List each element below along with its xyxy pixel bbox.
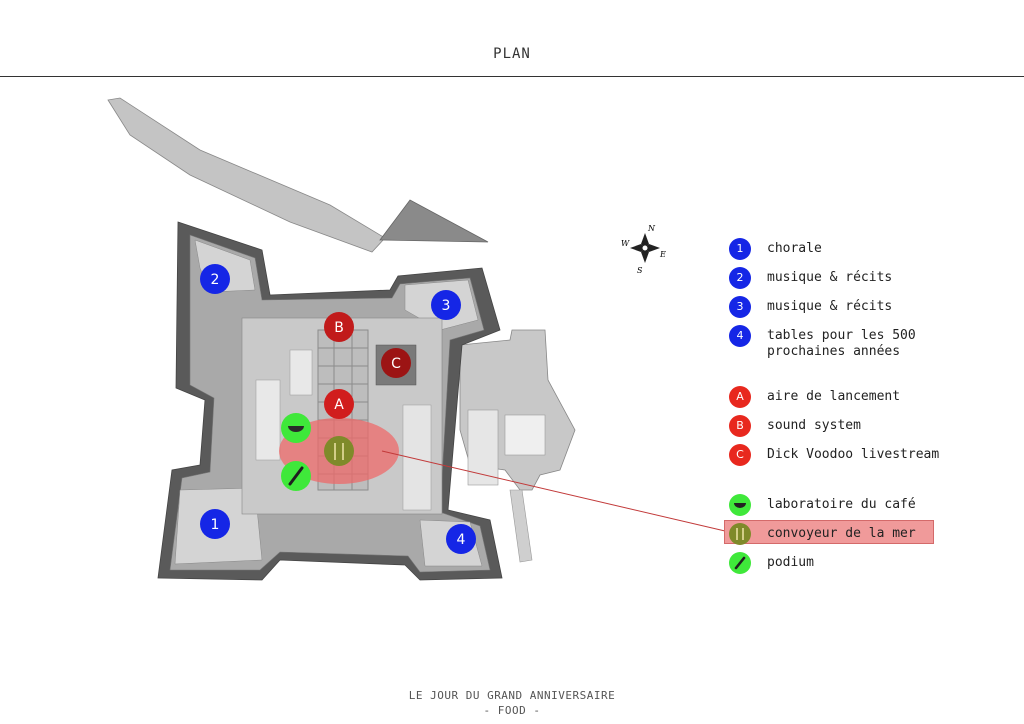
map-marker-b: B bbox=[324, 312, 354, 342]
map-marker-c: C bbox=[381, 348, 411, 378]
map-food-marker bbox=[324, 436, 354, 466]
svg-text:W: W bbox=[621, 239, 630, 248]
map-marker-3: 3 bbox=[431, 290, 461, 320]
legend-marker-a: A bbox=[729, 386, 751, 408]
legend-item-4: 4 tables pour les 500 prochaines années bbox=[729, 325, 916, 360]
legend-marker-4: 4 bbox=[729, 325, 751, 347]
legend-item-b: B sound system bbox=[729, 415, 861, 437]
legend-label: tables pour les 500 prochaines années bbox=[767, 328, 916, 359]
map-east-building bbox=[504, 414, 546, 456]
legend-label: musique & récits bbox=[767, 270, 893, 285]
map-marker-1: 1 bbox=[200, 509, 230, 539]
svg-text:S: S bbox=[637, 266, 643, 275]
svg-text:4: 4 bbox=[457, 532, 466, 548]
header-divider bbox=[0, 76, 1024, 77]
map-podium-marker bbox=[281, 461, 311, 491]
fork-knife-icon bbox=[334, 443, 344, 460]
svg-text:3: 3 bbox=[442, 298, 451, 314]
legend-item-a: A aire de lancement bbox=[729, 386, 901, 408]
map-jardin-west bbox=[255, 379, 281, 461]
map-marker-2: 2 bbox=[200, 264, 230, 294]
map-serres bbox=[289, 349, 313, 396]
svg-text:2: 2 bbox=[211, 272, 220, 288]
svg-text:A: A bbox=[334, 397, 344, 413]
legend-item-2: 2 musique & récits bbox=[729, 267, 893, 289]
svg-text:B: B bbox=[334, 320, 344, 336]
legend-item-3: 3 musique & récits bbox=[729, 296, 893, 318]
svg-text:E: E bbox=[659, 250, 666, 259]
coffee-cup-icon bbox=[729, 494, 751, 516]
legend-label: laboratoire du café bbox=[767, 497, 916, 512]
legend-label: sound system bbox=[767, 418, 861, 433]
map-marker-a: A bbox=[324, 389, 354, 419]
fork-knife-icon bbox=[729, 523, 751, 545]
legend-marker-1: 1 bbox=[729, 238, 751, 260]
microphone-icon bbox=[729, 552, 751, 574]
legend-item-food: convoyeur de la mer bbox=[729, 523, 916, 545]
legend-marker-2: 2 bbox=[729, 267, 751, 289]
map-north-triangle bbox=[379, 199, 489, 243]
svg-text:1: 1 bbox=[211, 517, 220, 533]
microphone-icon bbox=[288, 466, 304, 486]
map-coffee-marker bbox=[281, 413, 311, 443]
legend-item-podium: podium bbox=[729, 552, 814, 574]
coffee-cup-icon bbox=[288, 426, 304, 432]
legend-item-1: 1 chorale bbox=[729, 238, 822, 260]
map-north-walkway bbox=[107, 97, 386, 253]
legend-highlight-box bbox=[724, 520, 934, 544]
legend-label: aire de lancement bbox=[767, 389, 901, 404]
map-cour-east bbox=[402, 404, 432, 511]
compass-rose: N S E W bbox=[621, 224, 666, 275]
map-marker-4: 4 bbox=[446, 524, 476, 554]
legend-label: Dick Voodoo livestream bbox=[767, 447, 940, 462]
legend-marker-c: C bbox=[729, 444, 751, 466]
page-title: PLAN bbox=[493, 46, 531, 62]
legend-item-coffee: laboratoire du café bbox=[729, 494, 916, 516]
highlight-leader-line bbox=[381, 450, 726, 532]
footer-subtitle: - FOOD - bbox=[483, 704, 541, 717]
legend-marker-3: 3 bbox=[729, 296, 751, 318]
legend-label: convoyeur de la mer bbox=[767, 526, 916, 541]
map-production-building bbox=[467, 409, 499, 486]
legend-label: podium bbox=[767, 555, 814, 570]
page-footer: LE JOUR DU GRAND ANNIVERSAIRE - FOOD - bbox=[0, 688, 1024, 718]
legend-item-c: C Dick Voodoo livestream bbox=[729, 444, 940, 466]
svg-text:N: N bbox=[647, 224, 656, 233]
footer-title: LE JOUR DU GRAND ANNIVERSAIRE bbox=[408, 689, 616, 702]
legend-label: chorale bbox=[767, 241, 822, 256]
map-east-path bbox=[509, 489, 533, 563]
svg-text:C: C bbox=[391, 356, 401, 372]
legend-marker-b: B bbox=[729, 415, 751, 437]
legend-label: musique & récits bbox=[767, 299, 893, 314]
